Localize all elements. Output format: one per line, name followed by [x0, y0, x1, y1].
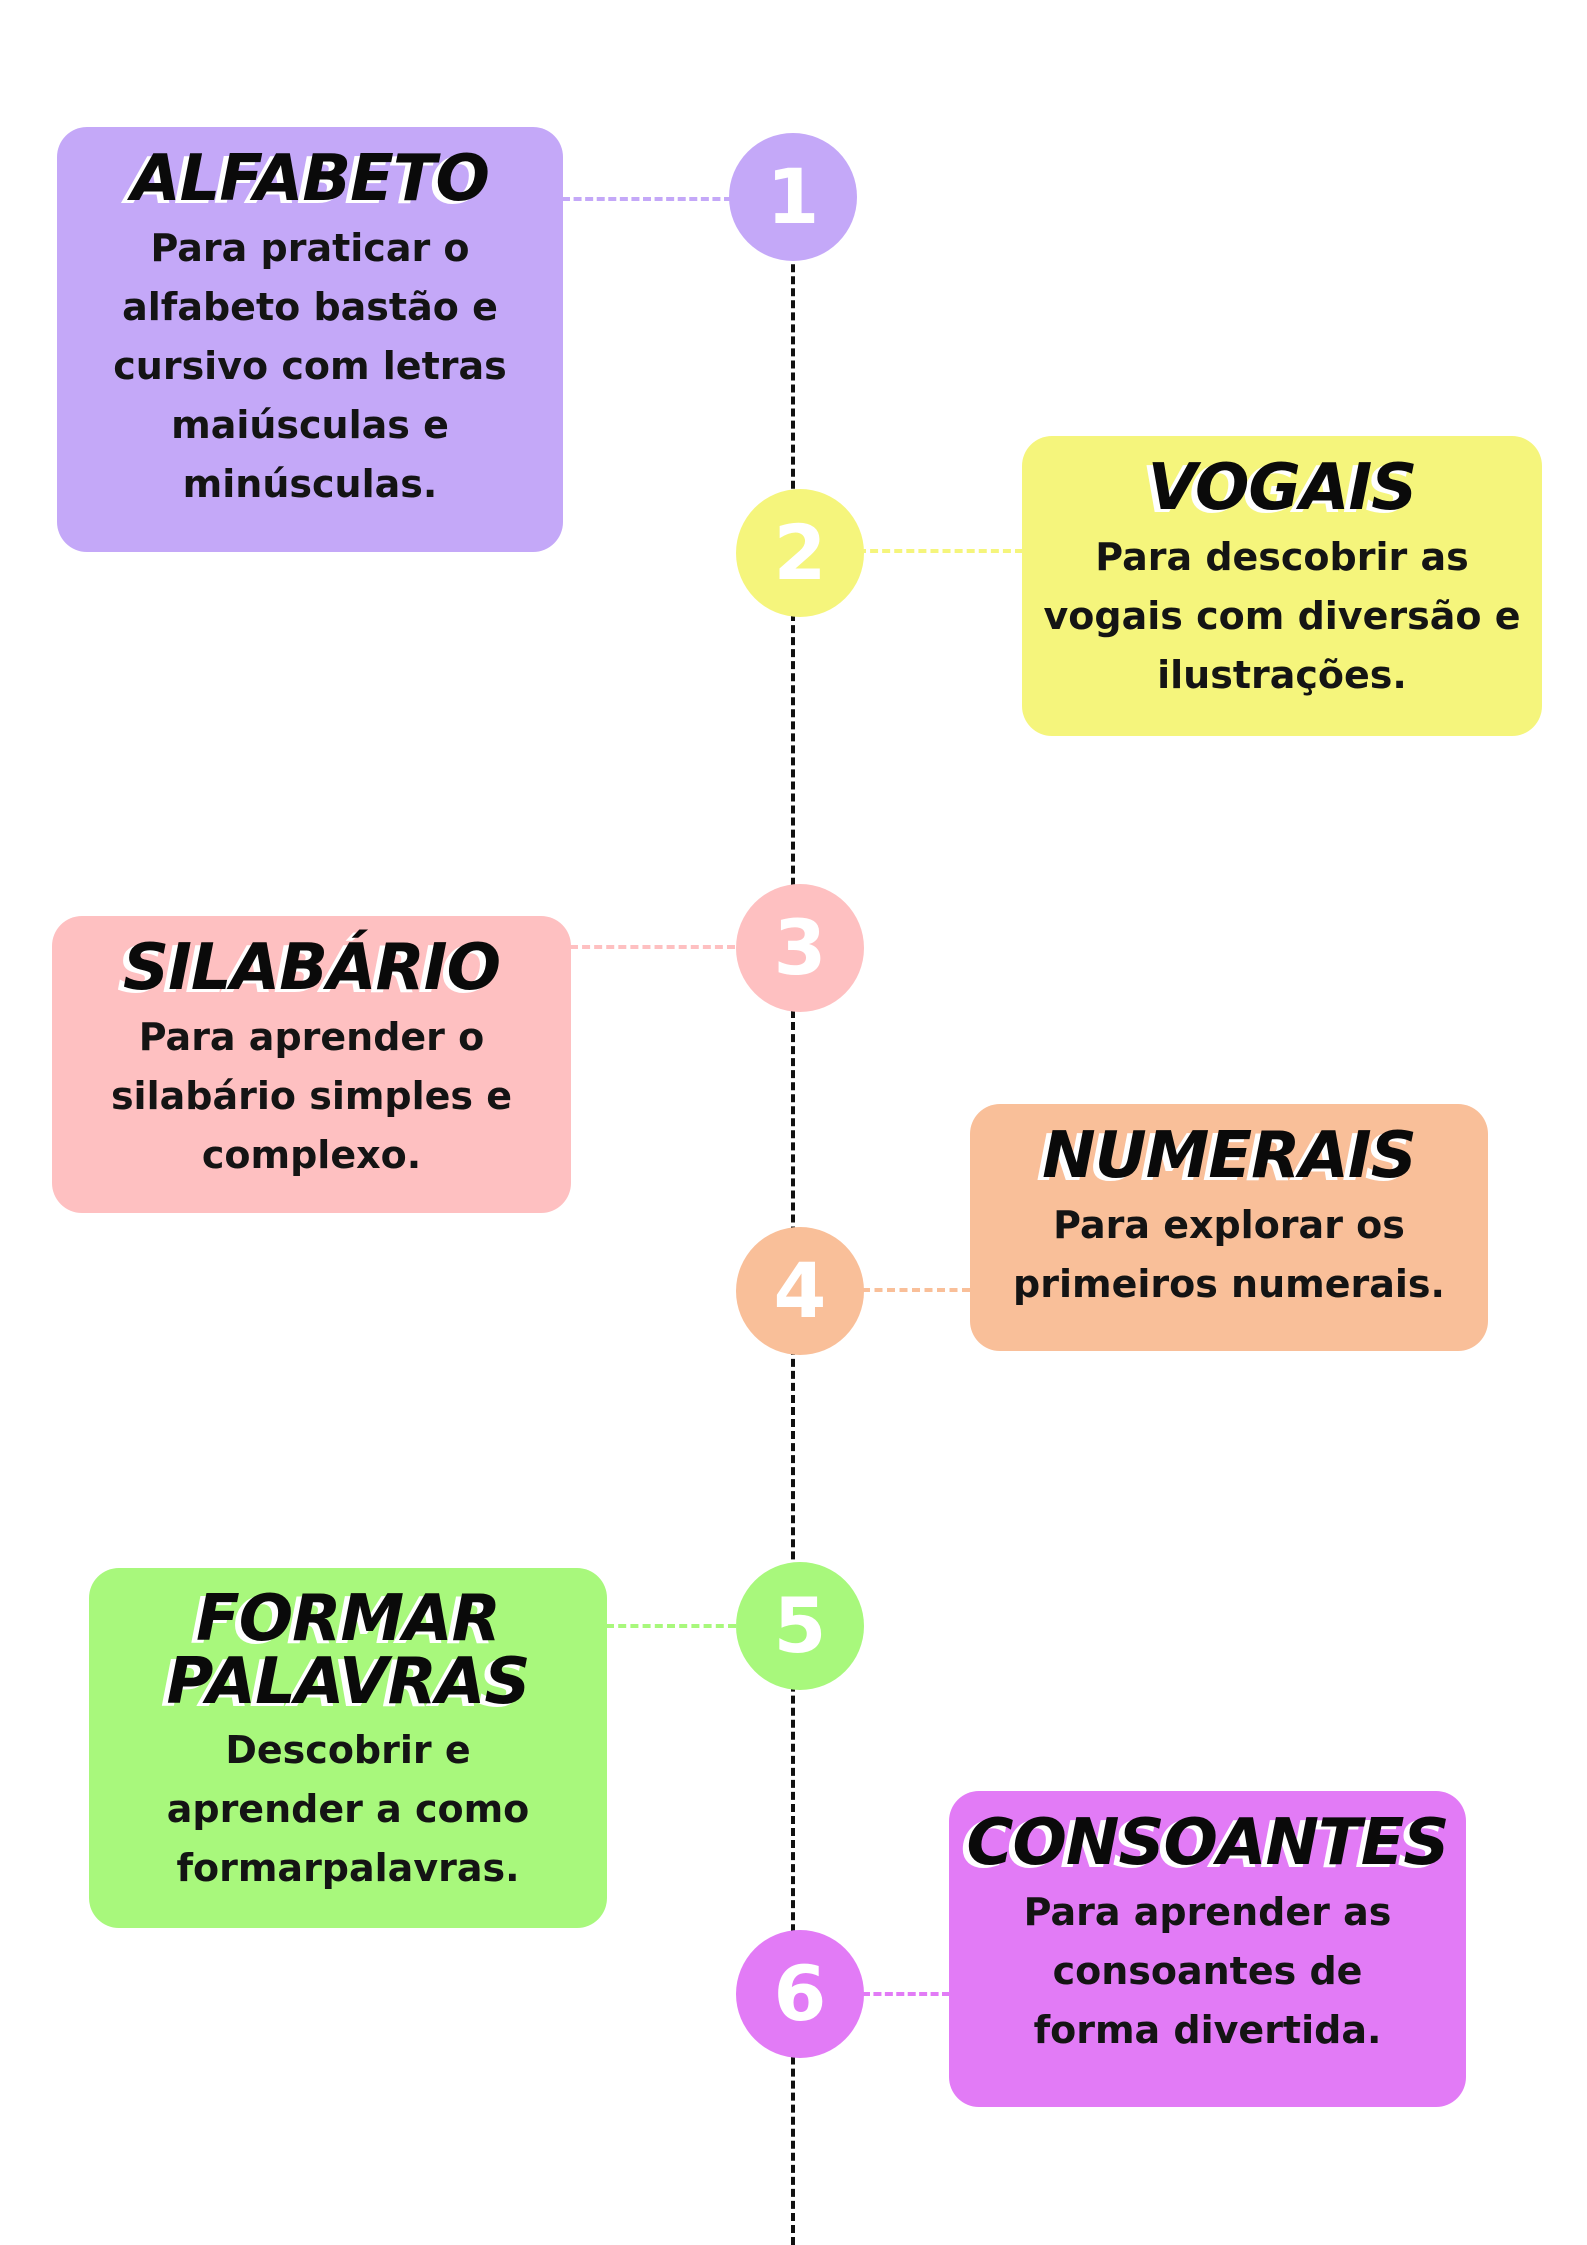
connector-4: [862, 1288, 970, 1292]
step-description: Para aprender as consoantes de forma div…: [1023, 1890, 1392, 2052]
connector-2: [858, 549, 1023, 553]
step-description: Para explorar os primeiros numerais.: [1013, 1203, 1445, 1306]
timeline-spine: [791, 180, 795, 2245]
step-number-4: 4: [736, 1227, 864, 1355]
step-card-silabario: SILABÁRIO Para aprender o silabário simp…: [52, 916, 571, 1213]
step-title: SILABÁRIO: [122, 931, 501, 1005]
step-description: Para aprender o silabário simples e comp…: [110, 1015, 513, 1177]
step-number-5: 5: [736, 1562, 864, 1690]
connector-6: [862, 1992, 950, 1996]
step-number-2: 2: [736, 489, 864, 617]
step-number-3: 3: [736, 884, 864, 1012]
step-title: ALFABETO: [131, 142, 490, 216]
step-title: FORMAR PALAVRAS: [166, 1582, 531, 1719]
step-card-vogais: VOGAIS Para descobrir as vogais com dive…: [1022, 436, 1542, 736]
step-description: Para praticar o alfabeto bastão e cursiv…: [113, 226, 507, 506]
step-card-alfabeto: ALFABETO Para praticar o alfabeto bastão…: [57, 127, 563, 552]
step-title: CONSOANTES: [966, 1806, 1450, 1880]
connector-3: [570, 945, 735, 949]
connector-1: [562, 197, 732, 201]
step-title: VOGAIS: [1147, 451, 1418, 525]
step-card-consoantes: CONSOANTES Para aprender as consoantes d…: [949, 1791, 1466, 2107]
step-title: NUMERAIS: [1042, 1119, 1417, 1193]
connector-5: [606, 1624, 736, 1628]
step-card-formar-palavras: FORMAR PALAVRAS Descobrir e aprender a c…: [89, 1568, 607, 1928]
step-number-6: 6: [736, 1930, 864, 2058]
step-number-1: 1: [729, 133, 857, 261]
step-description: Descobrir e aprender a como formarpalavr…: [166, 1728, 530, 1891]
step-card-numerais: NUMERAIS Para explorar os primeiros nume…: [970, 1104, 1488, 1351]
step-description: Para descobrir as vogais com diversão e …: [1043, 535, 1521, 697]
